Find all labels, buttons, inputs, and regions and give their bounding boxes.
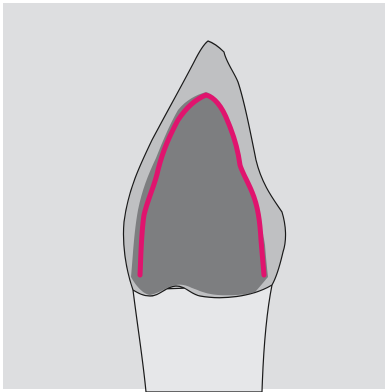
tooth-root xyxy=(133,285,272,392)
